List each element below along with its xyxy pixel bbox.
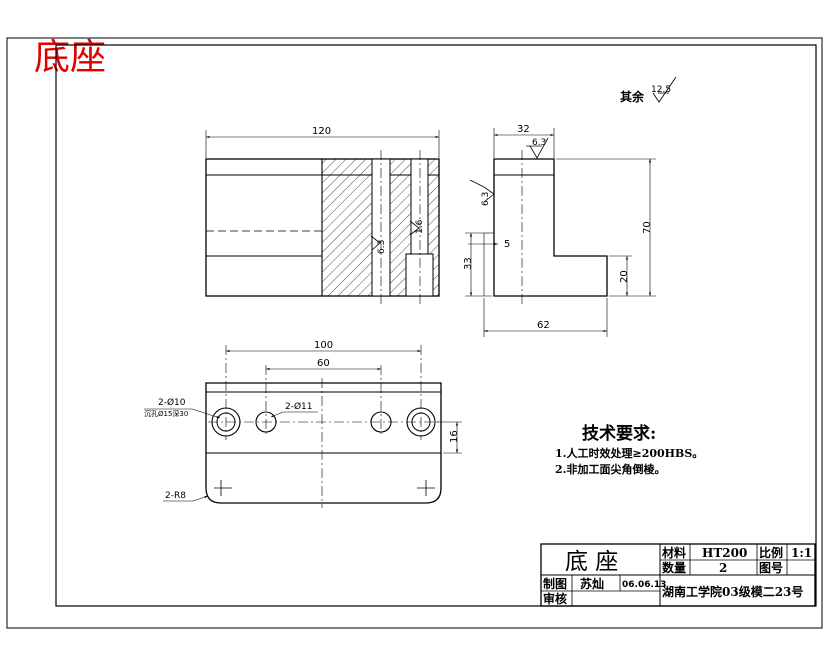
tb-drawn-date: 06.06.13 xyxy=(622,580,666,590)
corner-center-mark-right xyxy=(417,480,435,496)
dim-side-top: 32 xyxy=(517,124,530,135)
dim-side-height: 70 xyxy=(642,221,653,234)
tb-scale-label: 比例 xyxy=(759,545,783,560)
tb-qty-value: 2 xyxy=(719,561,727,575)
radius-callout: 2-R8 xyxy=(165,491,186,501)
dim-top-offset: 16 xyxy=(449,430,460,443)
corner-center-mark-left xyxy=(214,480,232,496)
inner-border xyxy=(55,44,817,607)
tech-req-item-1: 1.人工时效处理≥200HBS。 xyxy=(555,446,703,460)
tb-scale-value: 1:1 xyxy=(791,546,812,560)
tech-requirements: 技术要求: 1.人工时效处理≥200HBS。 2.非加工面尖角倒棱。 xyxy=(555,423,703,476)
roughness-side-top: 6.3 xyxy=(532,138,546,148)
roughness-bore-b: 1.6 xyxy=(415,219,425,234)
hole-callout-b: 2-Ø11 xyxy=(285,401,313,412)
dim-side-low: 33 xyxy=(463,257,474,270)
outer-border xyxy=(6,37,823,629)
dim-top-inner: 60 xyxy=(317,358,330,369)
roughness-other-value: 12.5 xyxy=(651,85,671,95)
tech-req-title: 技术要求: xyxy=(582,423,656,444)
dim-side-base: 62 xyxy=(537,320,550,331)
tb-qty-label: 数量 xyxy=(662,560,686,575)
side-view: 32 6.3 6.3 5 70 33 20 62 xyxy=(463,124,656,337)
title-block xyxy=(540,543,816,607)
title-block-text: 底 座 材料 HT200 比例 1:1 数量 2 图号 制图 苏灿 06.06.… xyxy=(543,545,812,606)
tb-drawing-no-label: 图号 xyxy=(759,560,783,575)
tb-institution: 湖南工学院03级模二23号 xyxy=(662,584,803,599)
tb-material-label: 材料 xyxy=(661,545,686,560)
tb-checked-label: 审核 xyxy=(543,591,567,606)
dim-side-foot: 20 xyxy=(619,270,630,283)
tb-drawn-label: 制图 xyxy=(543,576,567,591)
roughness-other: 其余 12.5 xyxy=(620,76,677,104)
dim-front-width: 120 xyxy=(312,126,331,137)
hole-callout-a: 2-Ø10 xyxy=(158,397,186,408)
tech-req-item-2: 2.非加工面尖角倒棱。 xyxy=(555,462,665,476)
tb-drawn-name: 苏灿 xyxy=(580,576,604,591)
dim-top-outer: 100 xyxy=(314,340,333,351)
top-view: 100 60 2-Ø10 沉孔Ø15深30 2-Ø11 16 2-R8 xyxy=(144,340,462,508)
roughness-side-left: 6.3 xyxy=(481,192,491,206)
front-view: 6.3 1.6 120 xyxy=(205,126,440,305)
hole-callout-a-note: 沉孔Ø15深30 xyxy=(144,409,188,418)
roughness-bore-a: 6.3 xyxy=(377,240,387,254)
tb-material-value: HT200 xyxy=(702,546,747,560)
roughness-symbol-icon xyxy=(652,76,677,103)
tb-part-name: 底 座 xyxy=(565,549,618,575)
dim-side-step: 5 xyxy=(504,239,510,250)
roughness-other-label: 其余 xyxy=(620,89,645,104)
